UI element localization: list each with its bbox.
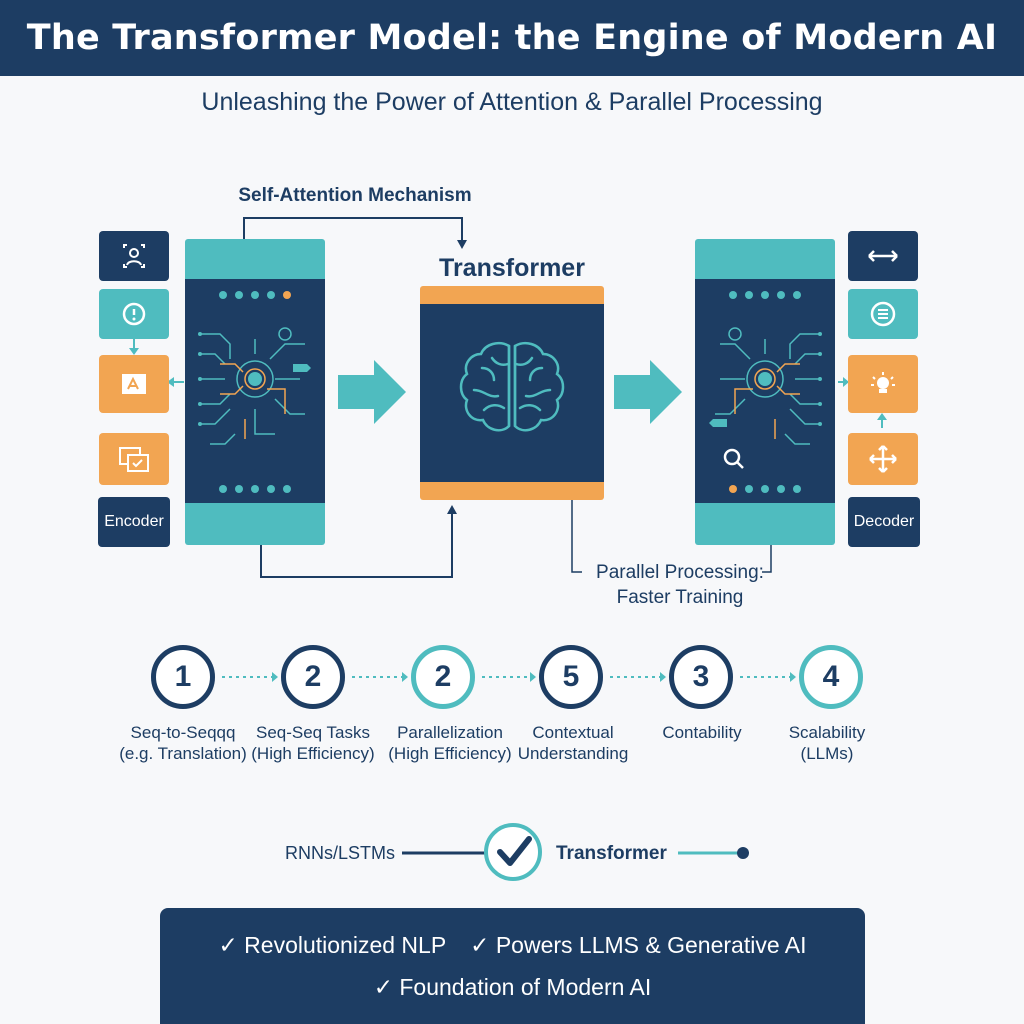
- check-circle-icon: [482, 821, 544, 888]
- benefit-item-foundation: ✓ Foundation of Modern AI: [373, 974, 652, 1000]
- step-circle-5: 3: [669, 645, 733, 709]
- step-circle-3: 2: [411, 645, 475, 709]
- user-focus-icon: [99, 231, 169, 281]
- parallel-processing-line1: Parallel Processing:: [596, 562, 764, 583]
- step-circle-4: 5: [539, 645, 603, 709]
- step-label-6: Scalability(LLMs): [788, 723, 866, 763]
- step-circle-2: 2: [281, 645, 345, 709]
- lightbulb-icon: [848, 355, 918, 413]
- decoder-panel: [695, 239, 835, 545]
- document-check-icon: [99, 433, 169, 485]
- step-label-3: Parallelization(High Efficiency): [388, 723, 512, 763]
- decoder-bottom-dots: [695, 485, 835, 493]
- page-subtitle: Unleashing the Power of Attention & Para…: [201, 88, 823, 116]
- benefit-item-llms: ✓ Powers LLMS & Generative AI: [470, 932, 807, 958]
- decoder-circuit-icon: [709, 327, 822, 469]
- step-circle-1: 1: [151, 645, 215, 709]
- benefit-item-nlp: ✓ Revolutionized NLP: [218, 932, 447, 958]
- list-icon: [848, 289, 918, 339]
- header-bar: The Transformer Model: the Engine of Mod…: [0, 0, 1024, 76]
- decoder-top-dots: [695, 291, 835, 299]
- encoder-panel: [185, 239, 325, 545]
- encoder-top-dots: [185, 291, 325, 299]
- page-title: The Transformer Model: the Engine of Mod…: [26, 18, 998, 58]
- encoder-bottom-dots: [185, 485, 325, 493]
- translate-icon: [99, 355, 169, 413]
- step-label-5: Contability: [662, 723, 742, 742]
- comparison-left-label: RNNs/LSTMs: [285, 843, 396, 863]
- comparison-right-label: Transformer: [556, 843, 667, 864]
- decoder-label: Decoder: [848, 497, 920, 547]
- bidirectional-arrow-icon: [848, 231, 918, 281]
- parallel-processing-line2: Faster Training: [616, 587, 744, 608]
- expand-arrows-icon: [848, 433, 918, 485]
- step-circle-6: 4: [799, 645, 863, 709]
- encoder-circuit-icon: [198, 327, 311, 445]
- encoder-label: Encoder: [98, 497, 170, 547]
- step-label-2: Seq-Seq Tasks(High Efficiency): [251, 723, 375, 763]
- transformer-core: [420, 286, 604, 500]
- benefits-panel: ✓ Revolutionized NLP ✓ Powers LLMS & Gen…: [160, 908, 865, 1024]
- transformer-label: Transformer: [439, 254, 585, 282]
- step-label-1: Seq-to-Seqqq(e.g. Translation): [119, 723, 247, 763]
- parallel-processing-label: Parallel Processing: Faster Training: [560, 560, 800, 610]
- refresh-info-icon: [99, 289, 169, 339]
- self-attention-label: Self-Attention Mechanism: [238, 185, 472, 206]
- brain-icon: [459, 342, 565, 432]
